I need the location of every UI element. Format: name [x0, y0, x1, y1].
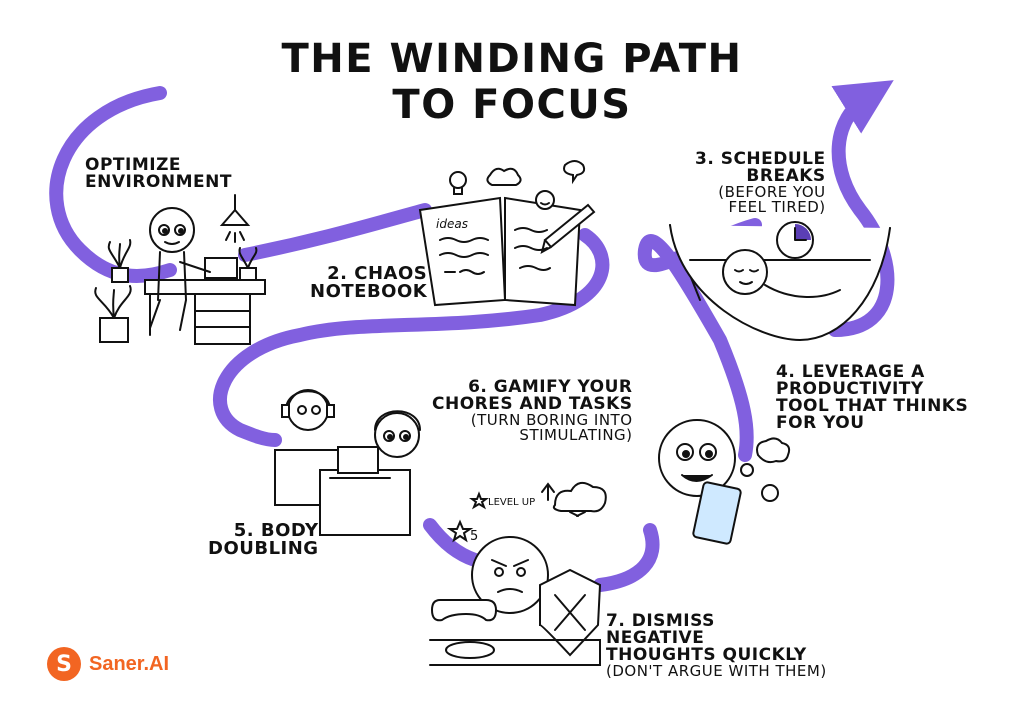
gear-icon — [740, 463, 779, 502]
step-4-line-1: 4. LEVERAGE A — [776, 362, 925, 382]
step-7-line-3: THOUGHTS QUICKLY — [606, 645, 807, 665]
step-2-label: 2. CHAOS NOTEBOOK — [310, 265, 427, 301]
step-6-sub-1: (TURN BORING INTO — [470, 411, 633, 429]
step-7-sub-1: (DON'T ARGUE WITH THEM) — [606, 662, 827, 680]
step-5-line-2: DOUBLING — [208, 538, 319, 559]
brand-name: Saner.AI — [89, 652, 170, 675]
winding-path — [49, 80, 895, 592]
tablet-icon — [692, 481, 742, 545]
step-3-line-1: 3. SCHEDULE — [695, 149, 826, 169]
dismiss-thoughts-illustration: LEVEL UP 5 — [429, 481, 607, 666]
step-5-line-1: 5. BODY — [233, 520, 319, 541]
pencil-icon — [543, 203, 596, 249]
notebook-illustration: ideas — [418, 160, 596, 307]
step-4-line-4: FOR YOU — [776, 413, 865, 433]
step-4-label: 4. LEVERAGE A PRODUCTIVITY TOOL THAT THI… — [776, 364, 968, 432]
hammock-illustration — [669, 221, 891, 342]
svg-text:ideas: ideas — [436, 217, 468, 231]
body-doubling-illustration — [274, 389, 421, 536]
arrow-up-icon — [541, 482, 555, 501]
step-3-sub-2: FEEL TIRED) — [728, 198, 826, 216]
step-6-sub-2: STIMULATING) — [519, 426, 633, 444]
brand-logo: S Saner.AI — [47, 647, 169, 681]
brand-badge-icon: S — [47, 647, 81, 681]
step-3-label: 3. SCHEDULE BREAKS (BEFORE YOU FEEL TIRE… — [695, 151, 826, 215]
step-7-label: 7. DISMISS NEGATIVE THOUGHTS QUICKLY (DO… — [606, 613, 827, 679]
step-6-line-2: CHORES AND TASKS — [432, 394, 633, 414]
step-6-label: 6. GAMIFY YOUR CHORES AND TASKS (TURN BO… — [432, 379, 633, 443]
page-title: THE WINDING PATH TO FOCUS — [0, 36, 1024, 128]
lamp-icon — [219, 208, 251, 226]
step-2-line-2: NOTEBOOK — [310, 281, 428, 302]
star-icon — [446, 519, 474, 543]
brain-icon — [756, 437, 791, 464]
step-5-label: 5. BODY DOUBLING — [208, 522, 319, 558]
title-line-1: THE WINDING PATH — [281, 36, 743, 82]
step-3-line-2: BREAKS — [746, 166, 826, 186]
laptop-icon — [337, 446, 379, 474]
step-1-line-2: ENVIRONMENT — [85, 172, 232, 192]
step-7-line-1: 7. DISMISS — [606, 611, 715, 631]
step-4-line-3: TOOL THAT THINKS — [776, 396, 969, 416]
lightbulb-icon — [449, 171, 467, 195]
plant-icon — [94, 239, 258, 343]
environment-illustration — [94, 194, 266, 345]
step-2-line-1: 2. CHAOS — [327, 263, 428, 284]
storm-cloud-icon — [552, 481, 607, 513]
svg-text:5: 5 — [470, 529, 478, 544]
title-line-2: TO FOCUS — [392, 82, 632, 128]
step-6-line-1: 6. GAMIFY YOUR — [468, 377, 633, 397]
headphones-icon — [281, 390, 335, 418]
game-controller-icon — [430, 599, 498, 622]
step-7-line-2: NEGATIVE — [606, 628, 705, 648]
step-4-line-2: PRODUCTIVITY — [776, 379, 924, 399]
svg-text:LEVEL UP: LEVEL UP — [488, 497, 535, 508]
step-3-sub-1: (BEFORE YOU — [718, 183, 826, 201]
gamify-illustration — [658, 419, 791, 545]
step-1-label: OPTIMIZE ENVIRONMENT — [85, 157, 232, 191]
step-1-line-1: OPTIMIZE — [85, 155, 182, 175]
star-icon — [469, 491, 489, 510]
clock-icon — [776, 221, 814, 259]
